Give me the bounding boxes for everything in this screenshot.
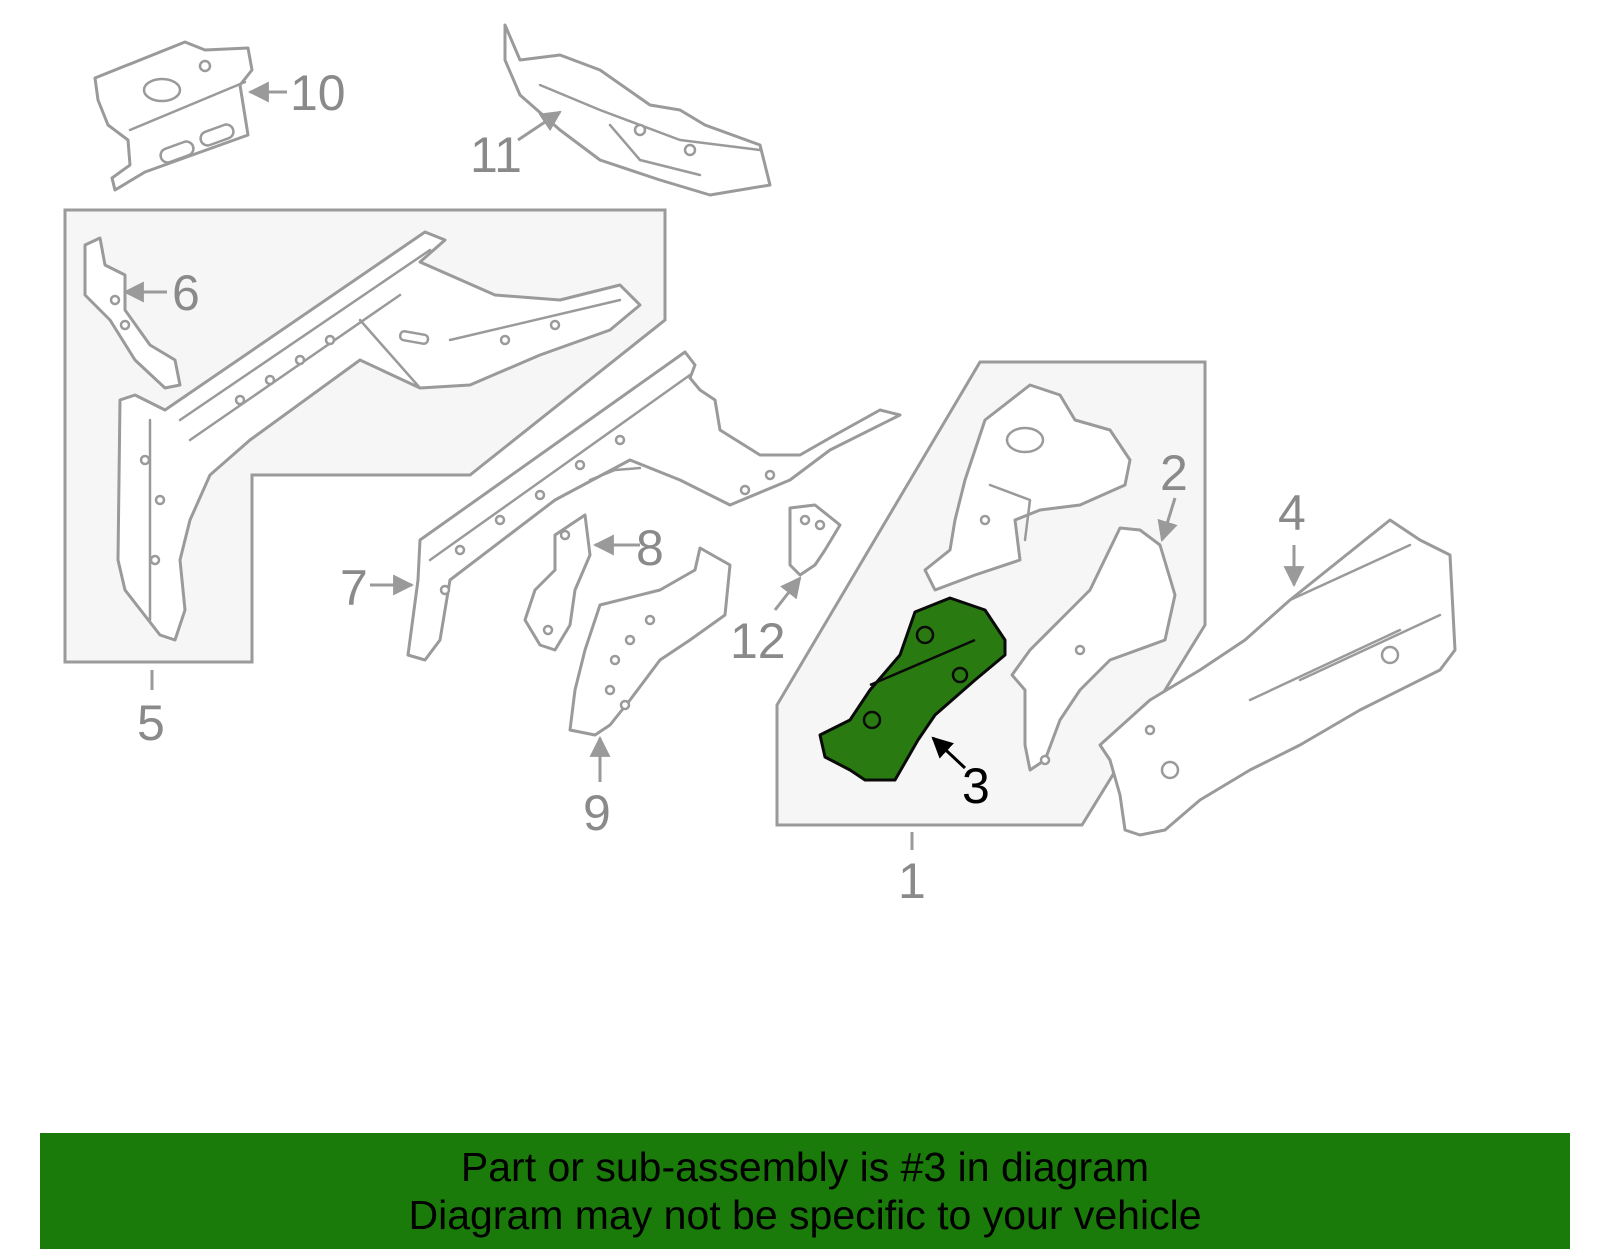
part-6[interactable] — [83, 236, 182, 390]
callout-1: 1 — [898, 853, 926, 909]
part-9[interactable] — [568, 546, 732, 737]
callout-4: 4 — [1278, 485, 1306, 541]
part-11[interactable] — [503, 23, 772, 197]
callout-5: 5 — [137, 695, 165, 751]
part-10[interactable] — [93, 40, 254, 192]
part-7[interactable] — [406, 350, 902, 662]
banner-line-2: Diagram may not be specific to your vehi… — [408, 1192, 1202, 1238]
callout-7: 7 — [340, 560, 368, 616]
callout-10: 10 — [290, 65, 346, 121]
leader-lines — [122, 81, 1305, 850]
callout-11: 11 — [470, 127, 522, 183]
part-4[interactable] — [1098, 518, 1457, 837]
callout-3: 3 — [962, 758, 990, 814]
part-3-highlighted[interactable] — [818, 596, 1007, 782]
banner-line-1: Part or sub-assembly is #3 in diagram — [460, 1144, 1150, 1190]
part-12[interactable] — [788, 503, 842, 577]
callout-6: 6 — [172, 265, 200, 321]
part-1-upper[interactable] — [923, 383, 1132, 592]
part-2[interactable] — [1010, 526, 1177, 772]
callout-8: 8 — [636, 520, 664, 576]
callout-9: 9 — [583, 785, 611, 841]
callout-2: 2 — [1160, 445, 1188, 501]
callout-12: 12 — [730, 613, 786, 669]
callout-labels: 10 11 6 5 7 8 9 12 2 4 1 3 — [137, 65, 1306, 909]
part-5[interactable] — [116, 230, 642, 642]
info-banner: Part or sub-assembly is #3 in diagram Di… — [40, 1133, 1570, 1249]
part-8[interactable] — [523, 513, 592, 652]
